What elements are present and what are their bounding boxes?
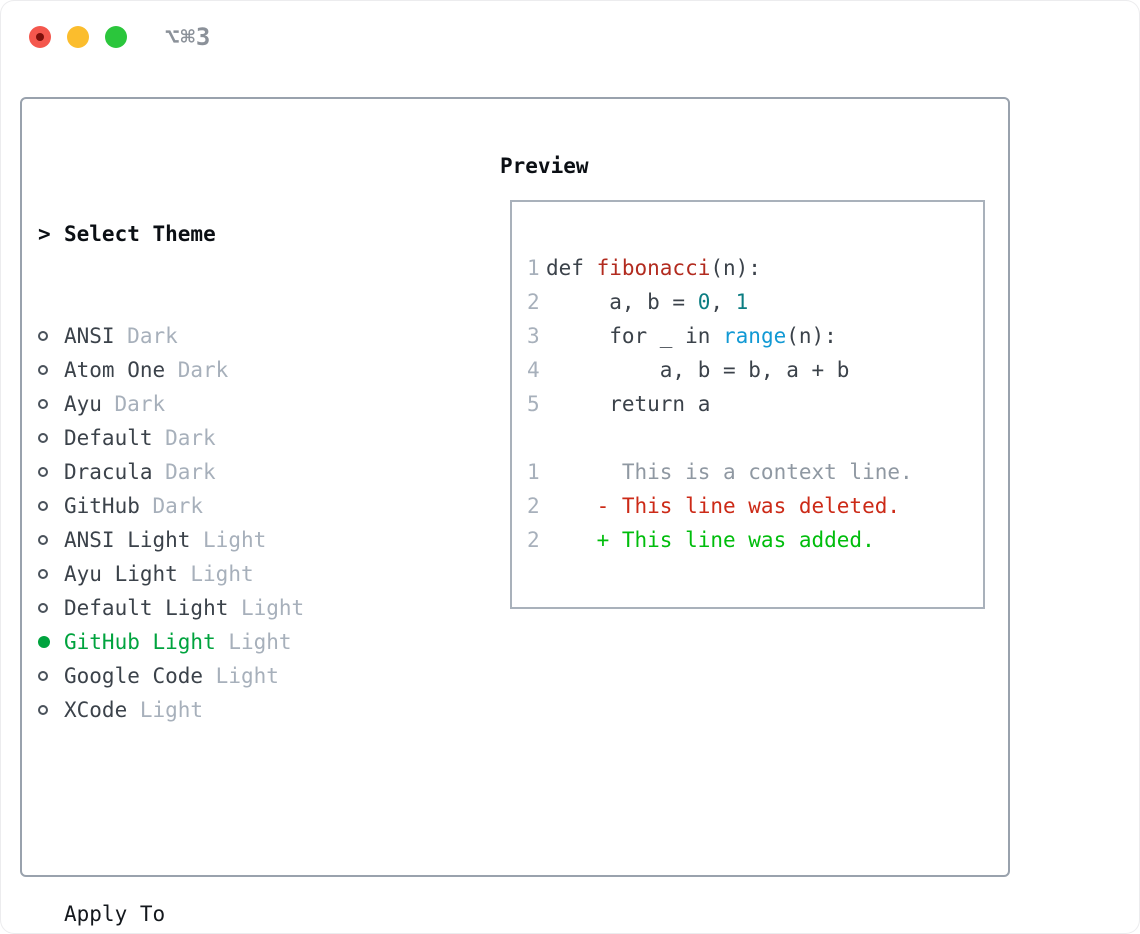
close-button[interactable] [29, 26, 51, 48]
theme-variant-tag: Dark [114, 392, 166, 416]
select-theme-label: Select Theme [64, 222, 216, 246]
apply-to-label: Apply To [64, 902, 166, 926]
theme-name: Google Code [64, 664, 204, 688]
code-line: 2 + This line was added. [527, 523, 913, 557]
radio-icon [38, 671, 48, 681]
theme-name: ANSI [64, 324, 115, 348]
code-segment: return a [546, 392, 711, 416]
preview-label: Preview [500, 154, 589, 178]
theme-option[interactable]: XCode Light [38, 693, 392, 727]
code-segment: for _ in [546, 324, 724, 348]
theme-option[interactable]: Ayu Dark [38, 387, 392, 421]
theme-variant-tag: Light [240, 596, 305, 620]
radio-icon [38, 535, 48, 545]
code-segment: - This line was deleted. [546, 494, 901, 518]
theme-variant-tag: Light [203, 528, 267, 552]
radio-icon [38, 467, 48, 477]
code-line: 1 This is a context line. [527, 455, 913, 489]
code-segment: fibonacci [596, 256, 711, 280]
line-number: 4 [527, 358, 540, 382]
theme-name: GitHub [64, 494, 140, 518]
theme-option[interactable]: Google Code Light [38, 659, 392, 693]
theme-variant-tag: Light [215, 664, 279, 688]
code-line: 3 for _ in range(n): [527, 319, 913, 353]
code-line: 2 - This line was deleted. [527, 489, 913, 523]
theme-option[interactable]: GitHub Dark [38, 489, 392, 523]
code-segment: a, b = [546, 290, 698, 314]
theme-option[interactable]: Default Light Light [38, 591, 392, 625]
radio-icon [38, 433, 48, 443]
code-segment: range [723, 324, 787, 348]
code-segment: 1 [735, 290, 749, 314]
theme-option[interactable]: ANSI Light Light [38, 523, 392, 557]
theme-variant-tag: Dark [165, 426, 216, 450]
radio-selected-icon [38, 636, 50, 648]
line-number: 3 [527, 324, 540, 348]
theme-name: ANSI Light [64, 528, 191, 552]
apply-to-header: Apply To [38, 897, 392, 931]
radio-icon [38, 399, 48, 409]
radio-icon [38, 705, 48, 715]
code-segment: (n): [710, 256, 761, 280]
theme-variant-tag: Dark [127, 324, 178, 348]
line-number: 1 [527, 256, 540, 280]
radio-icon [38, 603, 48, 613]
theme-variant-tag: Light [190, 562, 254, 586]
code-line: 2 a, b = 0, 1 [527, 285, 913, 319]
line-number: 2 [527, 528, 540, 552]
theme-option[interactable]: Atom One Dark [38, 353, 392, 387]
theme-name: GitHub Light [64, 630, 216, 654]
code-line: 5 return a [527, 387, 913, 421]
theme-name: Default [64, 426, 153, 450]
code-segment: a, b = b, a + b [546, 358, 850, 382]
theme-option[interactable]: GitHub Light Light [38, 625, 392, 659]
radio-icon [38, 331, 48, 341]
line-number: 2 [527, 494, 540, 518]
code-line: 4 a, b = b, a + b [527, 353, 913, 387]
radio-icon [38, 569, 48, 579]
line-number: 1 [527, 460, 540, 484]
theme-name: Ayu Light [64, 562, 178, 586]
theme-variant-tag: Dark [165, 460, 216, 484]
spacer [38, 795, 392, 829]
titlebar: ⌥⌘3 [29, 23, 212, 51]
theme-variant-tag: Dark [177, 358, 229, 382]
prompt-icon: > [38, 222, 51, 246]
code-segment: (n): [786, 324, 837, 348]
line-number: 2 [527, 290, 540, 314]
theme-name: XCode [64, 698, 128, 722]
code-segment: , [710, 290, 736, 314]
code-segment: + This line was added. [546, 528, 875, 552]
theme-name: Dracula [64, 460, 153, 484]
radio-icon [38, 365, 48, 375]
theme-option[interactable]: Ayu Light Light [38, 557, 392, 591]
theme-name: Ayu [64, 392, 102, 416]
window-title: ⌥⌘3 [165, 23, 212, 51]
code-line [527, 421, 913, 455]
theme-variant-tag: Light [139, 698, 204, 722]
code-segment: def [546, 256, 597, 280]
zoom-button[interactable] [105, 26, 127, 48]
theme-name: Default Light [64, 596, 229, 620]
radio-icon [38, 501, 48, 511]
theme-option[interactable]: ANSI Dark [38, 319, 392, 353]
theme-option[interactable]: Default Dark [38, 421, 392, 455]
select-theme-header: > Select Theme [38, 217, 392, 251]
theme-variant-tag: Light [228, 630, 292, 654]
theme-name: Atom One [64, 358, 166, 382]
code-segment: This is a context line. [546, 460, 913, 484]
minimize-button[interactable] [67, 26, 89, 48]
theme-variant-tag: Dark [152, 494, 204, 518]
line-number: 5 [527, 392, 540, 416]
theme-option[interactable]: Dracula Dark [38, 455, 392, 489]
code-segment: 0 [697, 290, 711, 314]
